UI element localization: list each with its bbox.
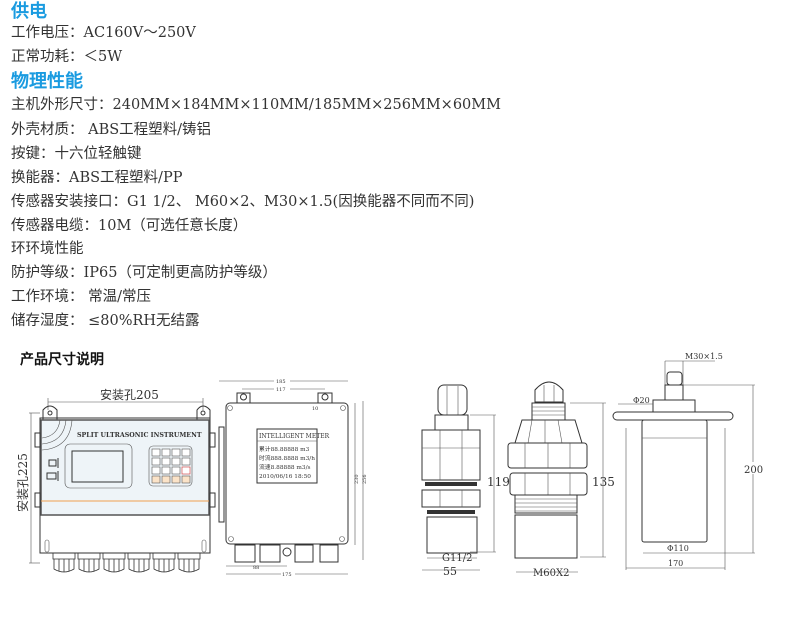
sensor3-d110: Φ110	[667, 544, 689, 553]
keypad	[151, 448, 191, 484]
keypad-key	[181, 475, 191, 484]
sensor2-height: 135	[592, 475, 615, 489]
front-view-drawing: 安装孔205 安装孔225 SPLIT ULTRASONIC INSTRUMEN…	[15, 387, 216, 573]
keypad-key	[171, 466, 181, 475]
meter-plate-title: INTELLIGENT METER	[259, 433, 330, 440]
spec-transducer: 换能器：ABS工程塑料/PP	[11, 170, 183, 186]
back-view-drawing: 185 117 10 INTELLIGENT METER 累计88.88888 …	[218, 377, 368, 578]
back-width-175: 175	[282, 572, 292, 578]
back-width-117: 117	[276, 387, 286, 393]
cable-gland	[152, 552, 176, 573]
section-heading-power: 供电	[11, 1, 47, 22]
keypad-key	[181, 466, 191, 475]
keypad-key	[151, 448, 161, 457]
back-width-185: 185	[276, 379, 286, 385]
keypad-key	[151, 466, 161, 475]
spec-sensor-interface: 传感器安装接口：G1 1/2、 M60×2、M30×1.5(因换能器不同而不同)	[11, 194, 475, 210]
spec-housing-material: 外壳材质： ABS工程塑料/铸铝	[11, 122, 212, 138]
meter-plate-line: 流速8.88888 m3/s	[259, 463, 311, 471]
keypad-key	[171, 448, 181, 457]
spec-environment-heading: 环环境性能	[11, 241, 84, 257]
sensor1-height: 119	[487, 475, 510, 489]
front-panel-title: SPLIT ULTRASONIC INSTRUMENT	[77, 432, 202, 439]
sensor2-thread: M60X2	[533, 568, 569, 579]
sensor1-thread: G11/2	[442, 553, 472, 564]
keypad-key	[181, 457, 191, 466]
back-width-88: 88	[253, 565, 259, 571]
keypad-key	[151, 457, 161, 466]
sensor3-thread: M30×1.5	[685, 352, 723, 361]
keypad-key	[161, 457, 171, 466]
back-height-230: 230	[354, 474, 360, 484]
cable-gland	[77, 552, 101, 573]
sensor3-d20: Φ20	[633, 396, 650, 405]
spec-work-environment: 工作环境： 常温/常压	[11, 289, 151, 305]
section-heading-physical: 物理性能	[11, 71, 83, 92]
keypad-key	[161, 475, 171, 484]
dimensions-heading: 产品尺寸说明	[20, 352, 104, 368]
meter-plate-line: 累计88.88888 m3	[259, 445, 310, 453]
sensor1-width: 55	[443, 565, 457, 578]
back-height-256: 256	[362, 474, 368, 484]
spec-host-size: 主机外形尺寸：240MM×184MM×110MM/185MM×256MM×60M…	[11, 97, 501, 113]
cable-gland	[52, 552, 76, 573]
spec-storage-humidity: 储存湿度： ≤80%RH无结露	[11, 313, 200, 329]
spec-voltage: 工作电压：AC160V～250V	[11, 25, 196, 41]
spec-keys: 按键：十六位轻触键	[11, 146, 142, 162]
meter-plate-line: 2010/06/16 18:50	[259, 474, 311, 480]
cable-glands	[52, 552, 201, 573]
spec-protection: 防护等级：IP65（可定制更高防护等级）	[11, 265, 277, 281]
keypad-key	[161, 466, 171, 475]
sensor-m30-drawing: M30×1.5 Φ20 200 Φ110 170	[612, 352, 765, 570]
cable-gland	[102, 552, 126, 573]
keypad-key	[181, 448, 191, 457]
keypad-key	[161, 448, 171, 457]
front-hole-width-label: 安装孔205	[100, 387, 159, 402]
cable-gland	[127, 552, 151, 573]
spec-sensor-cable: 传感器电缆：10M（可选任意长度）	[11, 218, 248, 234]
meter-plate-line: 时流888.8888 m3/h	[259, 454, 315, 462]
front-hole-height-label: 安装孔225	[15, 453, 30, 512]
cable-gland	[177, 552, 201, 573]
back-offset-10: 10	[312, 406, 318, 412]
sensor-g112-drawing: 119 G11/2 55	[421, 384, 510, 578]
keypad-key	[171, 457, 181, 466]
sensor3-height: 200	[744, 465, 763, 476]
keypad-key	[171, 475, 181, 484]
keypad-key	[151, 475, 161, 484]
spec-power-consumption: 正常功耗：＜5W	[11, 49, 123, 65]
sensor-m60-drawing: 135 M60X2	[507, 381, 615, 579]
sensor3-width: 170	[668, 559, 683, 568]
